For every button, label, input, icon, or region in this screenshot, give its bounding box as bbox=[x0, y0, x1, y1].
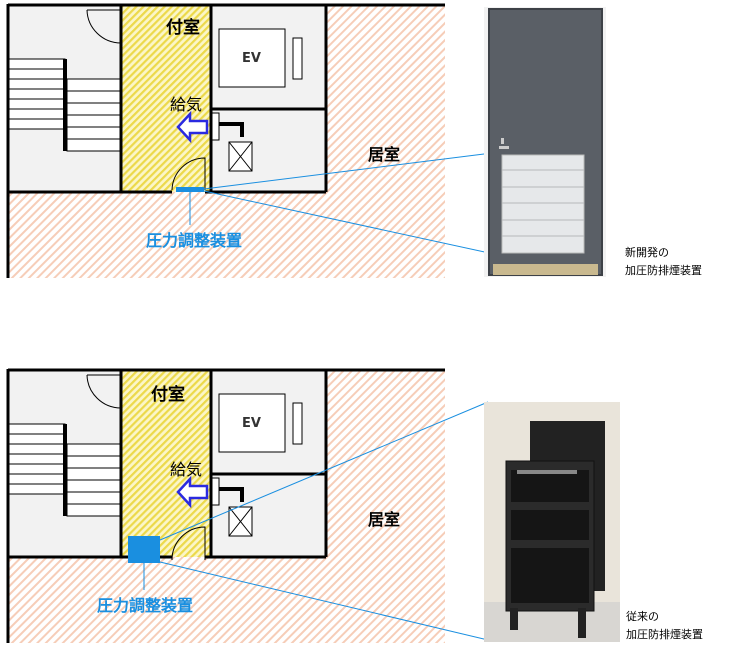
annex-label: 付室 bbox=[166, 17, 200, 38]
ev-label: EV bbox=[242, 416, 261, 431]
annex-label: 付室 bbox=[151, 384, 185, 405]
device-label: 圧力調整装置 bbox=[146, 231, 242, 250]
conventional-device-photo bbox=[484, 402, 620, 642]
annex-door bbox=[171, 157, 206, 191]
device-label: 圧力調整装置 bbox=[97, 596, 193, 615]
ev-label: EV bbox=[242, 51, 261, 66]
photo-caption-line1: 従来の bbox=[626, 610, 659, 623]
room-label: 居室 bbox=[368, 145, 400, 164]
photo-caption-line1: 新開発の bbox=[625, 245, 669, 259]
photo-caption-line2: 加圧防排煙装置 bbox=[626, 627, 703, 641]
photo-caption-line2: 加圧防排煙装置 bbox=[625, 263, 702, 277]
annex-door bbox=[171, 526, 206, 561]
supply-air-label: 給気 bbox=[170, 95, 202, 114]
pressure-device-marker bbox=[128, 536, 160, 563]
supply-air-label: 給気 bbox=[170, 460, 202, 479]
floor-plan-conventional: 付室 EV 給気 居室 圧力調整装置 bbox=[6, 367, 489, 645]
new-device-photo bbox=[484, 7, 606, 277]
room-label: 居室 bbox=[368, 510, 400, 529]
pressure-device-marker bbox=[176, 187, 204, 192]
floor-plan-new: 付室 EV 給気 居室 圧力調整装置 bbox=[6, 2, 504, 280]
